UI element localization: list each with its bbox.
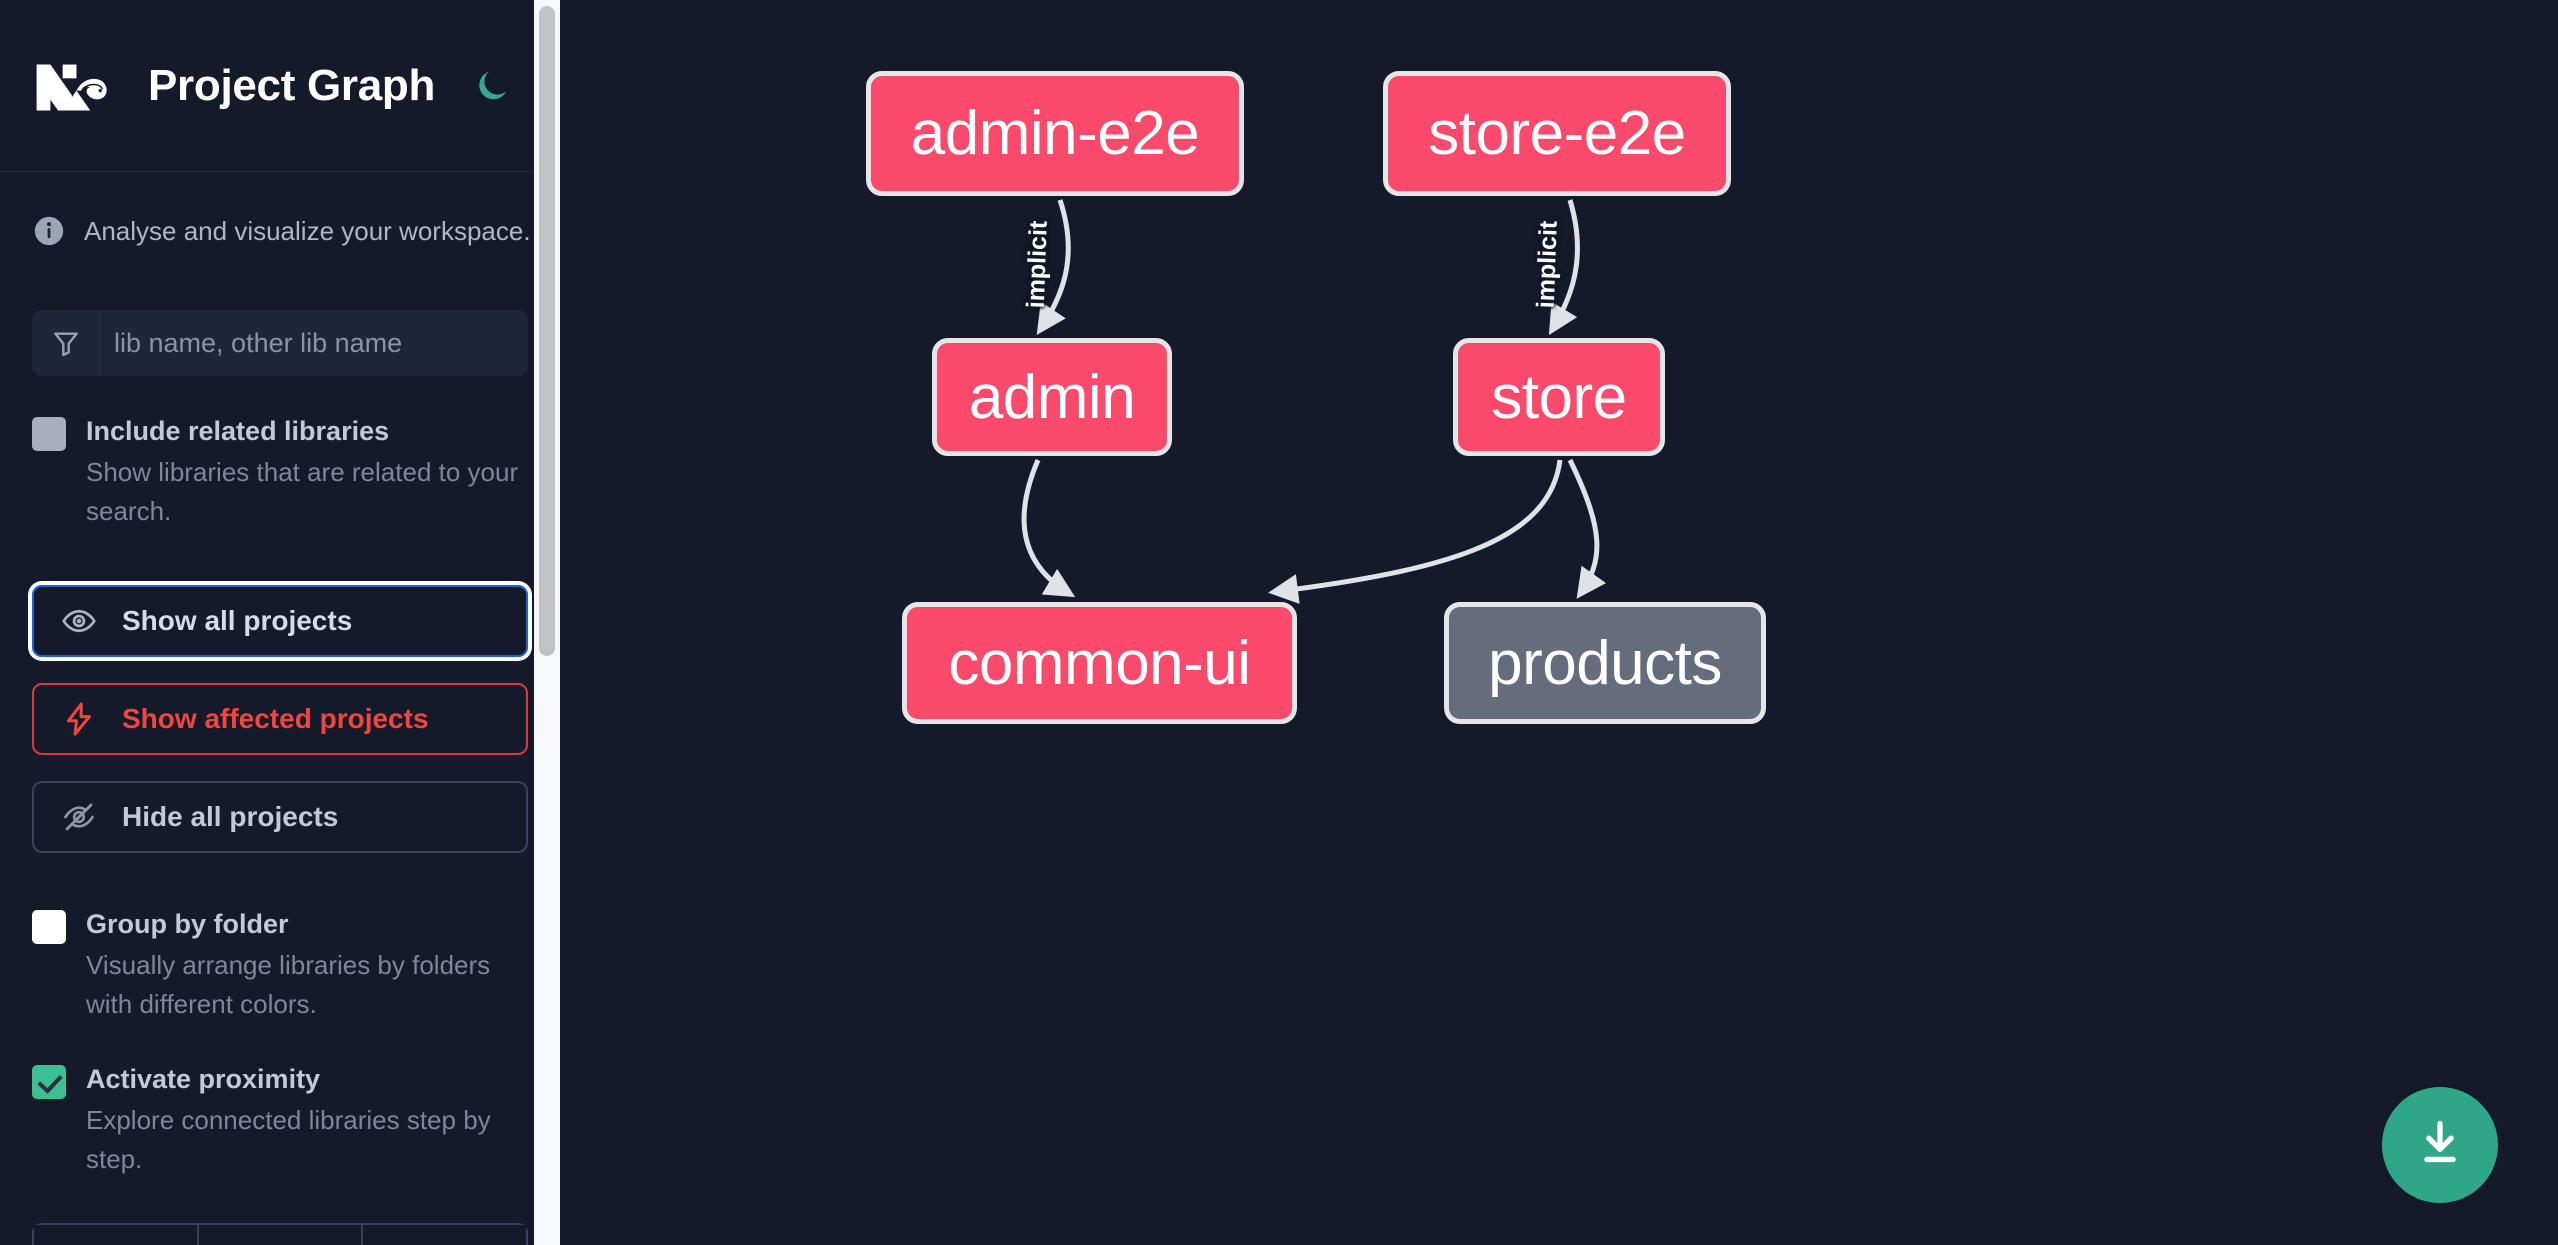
show-all-projects-label: Show all projects [122, 605, 353, 637]
node-label: admin [968, 362, 1136, 432]
proximity-step-segmented-control[interactable] [32, 1223, 528, 1245]
graph-node-admin[interactable]: admin [932, 338, 1172, 456]
sidebar: Project Graph Analyse and visualize your… [0, 0, 560, 1245]
checkbox-indicator[interactable] [32, 1065, 66, 1100]
node-label: common-ui [948, 628, 1251, 698]
sidebar-header: Project Graph [0, 0, 560, 172]
show-all-projects-button[interactable]: Show all projects [32, 585, 528, 658]
eye-slash-icon [60, 798, 98, 836]
filter-search-row [32, 310, 528, 376]
edge-store-to-common-ui [1268, 459, 1563, 604]
segment-increase[interactable] [361, 1223, 528, 1245]
edge-store-to-products [1567, 458, 1607, 599]
edge-store-e2e-to-store [1548, 199, 1580, 336]
graph-node-common-ui[interactable]: common-ui [902, 602, 1297, 724]
download-graph-button[interactable] [2382, 1087, 2498, 1203]
filter-search-input[interactable] [100, 310, 528, 376]
checkbox-description: Visually arrange libraries by folders wi… [86, 950, 491, 1020]
graph-canvas[interactable]: admin-e2e store-e2e admin store common-u… [560, 0, 2558, 1245]
sidebar-scrollbar-thumb[interactable] [539, 6, 555, 656]
checkbox-indicator[interactable] [32, 417, 66, 451]
checkbox-label: Activate proximity [86, 1064, 321, 1095]
sidebar-body: Analyse and visualize your workspace. In… [0, 214, 560, 1245]
edge-admin-e2e-to-admin [1036, 199, 1071, 335]
graph-node-store-e2e[interactable]: store-e2e [1383, 71, 1731, 196]
node-label: admin-e2e [910, 99, 1200, 168]
download-icon [2411, 1115, 2469, 1176]
graph-edges [1021, 199, 1607, 604]
show-affected-projects-button[interactable]: Show affected projects [32, 683, 528, 756]
checkbox-label: Include related libraries [86, 416, 390, 446]
node-label: products [1488, 628, 1722, 698]
checkbox-description: Show libraries that are related to your … [86, 457, 519, 527]
edge-admin-to-common-ui [1021, 459, 1076, 598]
sidebar-scrollbar-track[interactable] [534, 0, 560, 1245]
graph-node-admin-e2e[interactable]: admin-e2e [866, 71, 1244, 196]
hide-all-projects-button[interactable]: Hide all projects [32, 781, 528, 854]
project-visibility-actions: Show all projects Show affected projects [32, 585, 528, 854]
show-affected-projects-label: Show affected projects [122, 703, 429, 735]
graph-node-products[interactable]: products [1444, 602, 1766, 724]
node-label: store [1491, 362, 1627, 432]
hide-all-projects-label: Hide all projects [122, 801, 339, 833]
checkbox-indicator[interactable] [32, 910, 66, 945]
tagline-text: Analyse and visualize your workspace. [84, 215, 531, 246]
nx-logo-icon [32, 55, 124, 117]
checkbox-activate-proximity[interactable]: Activate proximity Explore connected lib… [32, 1060, 528, 1179]
checkbox-group-by-folder[interactable]: Group by folder Visually arrange librari… [32, 905, 528, 1024]
checkbox-label: Group by folder [86, 909, 289, 940]
edge-label-implicit-admin: implicit [1021, 220, 1053, 309]
lightning-bolt-icon [60, 700, 98, 738]
graph-node-store[interactable]: store [1453, 338, 1665, 456]
segment-value[interactable] [196, 1223, 362, 1245]
eye-icon [60, 602, 98, 640]
node-label: store-e2e [1428, 99, 1686, 168]
checkbox-description: Explore connected libraries step by step… [86, 1105, 491, 1175]
moon-icon[interactable] [469, 63, 515, 109]
info-circle-icon [32, 214, 66, 248]
checkbox-include-related-libraries[interactable]: Include related libraries Show libraries… [32, 412, 528, 531]
edge-label-implicit-store: implicit [1531, 220, 1563, 309]
segment-decrease[interactable] [32, 1223, 197, 1245]
tagline: Analyse and visualize your workspace. [32, 214, 531, 248]
funnel-icon [32, 310, 100, 376]
app-title: Project Graph [148, 60, 436, 110]
